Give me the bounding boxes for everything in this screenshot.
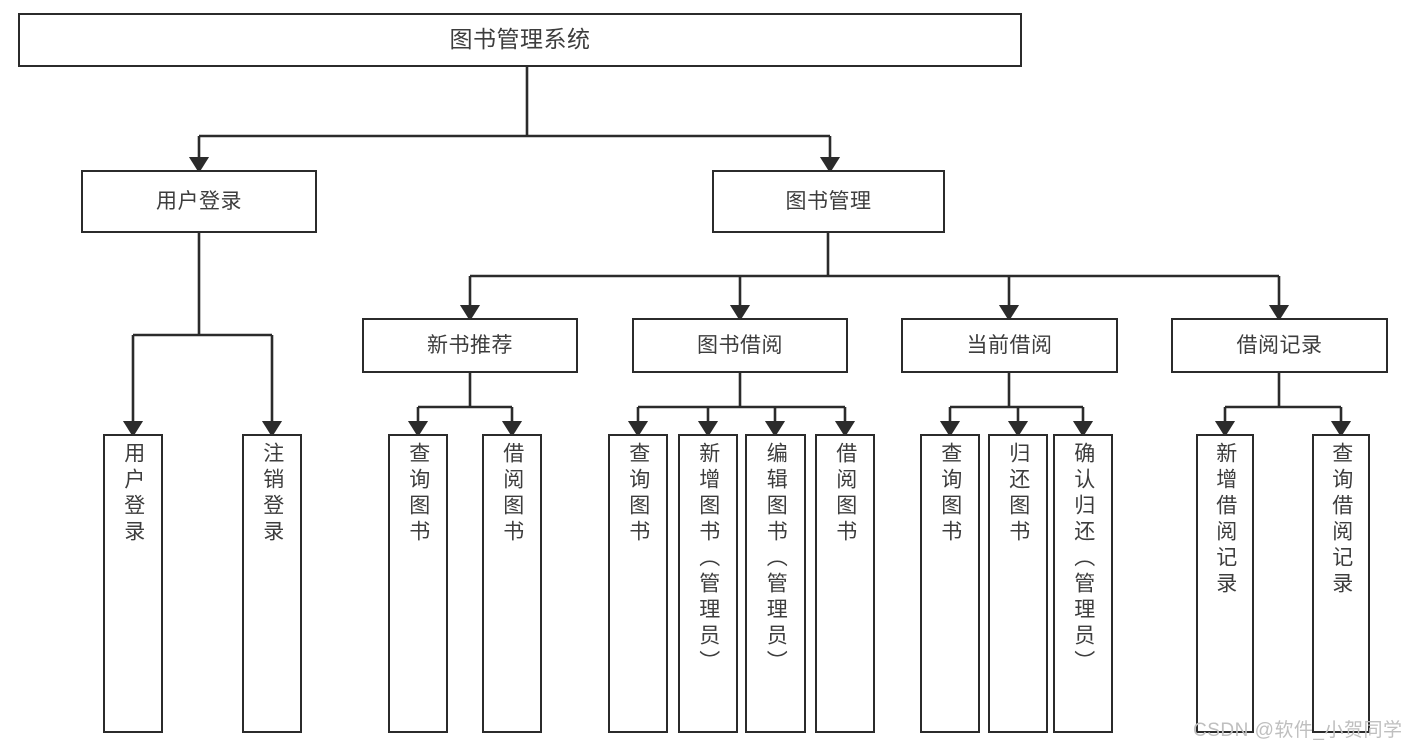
node-book-management[interactable]: 图书管理 bbox=[712, 170, 945, 233]
leaf-add-borrow-record[interactable]: 新增借阅记录 bbox=[1196, 434, 1254, 733]
leaf-query-books-current[interactable]: 查询图书 bbox=[920, 434, 980, 733]
leaf-logout-label: 注销登录 bbox=[260, 442, 284, 546]
leaf-borrow-books-newbooks-label: 借阅图书 bbox=[500, 442, 524, 546]
leaf-user-login-label: 用户登录 bbox=[121, 442, 145, 546]
leaf-add-borrow-record-label: 新增借阅记录 bbox=[1213, 442, 1237, 598]
leaf-borrow-books-borrow[interactable]: 借阅图书 bbox=[815, 434, 875, 733]
leaf-edit-book-admin-label: 编辑图书（管理员） bbox=[764, 442, 788, 676]
leaf-return-books[interactable]: 归还图书 bbox=[988, 434, 1048, 733]
node-new-book-recommend[interactable]: 新书推荐 bbox=[362, 318, 578, 373]
leaf-edit-book-admin[interactable]: 编辑图书（管理员） bbox=[745, 434, 806, 733]
leaf-query-books-newbooks-label: 查询图书 bbox=[406, 442, 430, 546]
node-root-label: 图书管理系统 bbox=[449, 26, 591, 53]
node-current-borrow[interactable]: 当前借阅 bbox=[901, 318, 1118, 373]
leaf-query-books-borrow-label: 查询图书 bbox=[626, 442, 650, 546]
leaf-query-books-current-label: 查询图书 bbox=[938, 442, 962, 546]
leaf-query-books-newbooks[interactable]: 查询图书 bbox=[388, 434, 448, 733]
node-user-login[interactable]: 用户登录 bbox=[81, 170, 317, 233]
node-root[interactable]: 图书管理系统 bbox=[18, 13, 1022, 67]
node-book-borrow-label: 图书借阅 bbox=[697, 333, 783, 357]
leaf-query-borrow-record-label: 查询借阅记录 bbox=[1329, 442, 1353, 598]
leaf-borrow-books-newbooks[interactable]: 借阅图书 bbox=[482, 434, 542, 733]
leaf-return-books-label: 归还图书 bbox=[1006, 442, 1030, 546]
node-current-borrow-label: 当前借阅 bbox=[966, 333, 1053, 357]
node-user-login-label: 用户登录 bbox=[156, 189, 242, 213]
leaf-confirm-return-admin[interactable]: 确认归还（管理员） bbox=[1053, 434, 1113, 733]
node-book-borrow[interactable]: 图书借阅 bbox=[632, 318, 848, 373]
node-new-book-recommend-label: 新书推荐 bbox=[427, 333, 513, 357]
leaf-borrow-books-borrow-label: 借阅图书 bbox=[833, 442, 857, 546]
node-borrow-records-label: 借阅记录 bbox=[1236, 333, 1323, 357]
leaf-logout[interactable]: 注销登录 bbox=[242, 434, 302, 733]
leaf-add-book-admin-label: 新增图书（管理员） bbox=[696, 442, 720, 676]
leaf-confirm-return-admin-label: 确认归还（管理员） bbox=[1071, 442, 1095, 676]
leaf-query-borrow-record[interactable]: 查询借阅记录 bbox=[1312, 434, 1370, 733]
node-book-management-label: 图书管理 bbox=[785, 189, 872, 213]
leaf-query-books-borrow[interactable]: 查询图书 bbox=[608, 434, 668, 733]
leaf-user-login[interactable]: 用户登录 bbox=[103, 434, 163, 733]
leaf-add-book-admin[interactable]: 新增图书（管理员） bbox=[678, 434, 738, 733]
node-borrow-records[interactable]: 借阅记录 bbox=[1171, 318, 1388, 373]
